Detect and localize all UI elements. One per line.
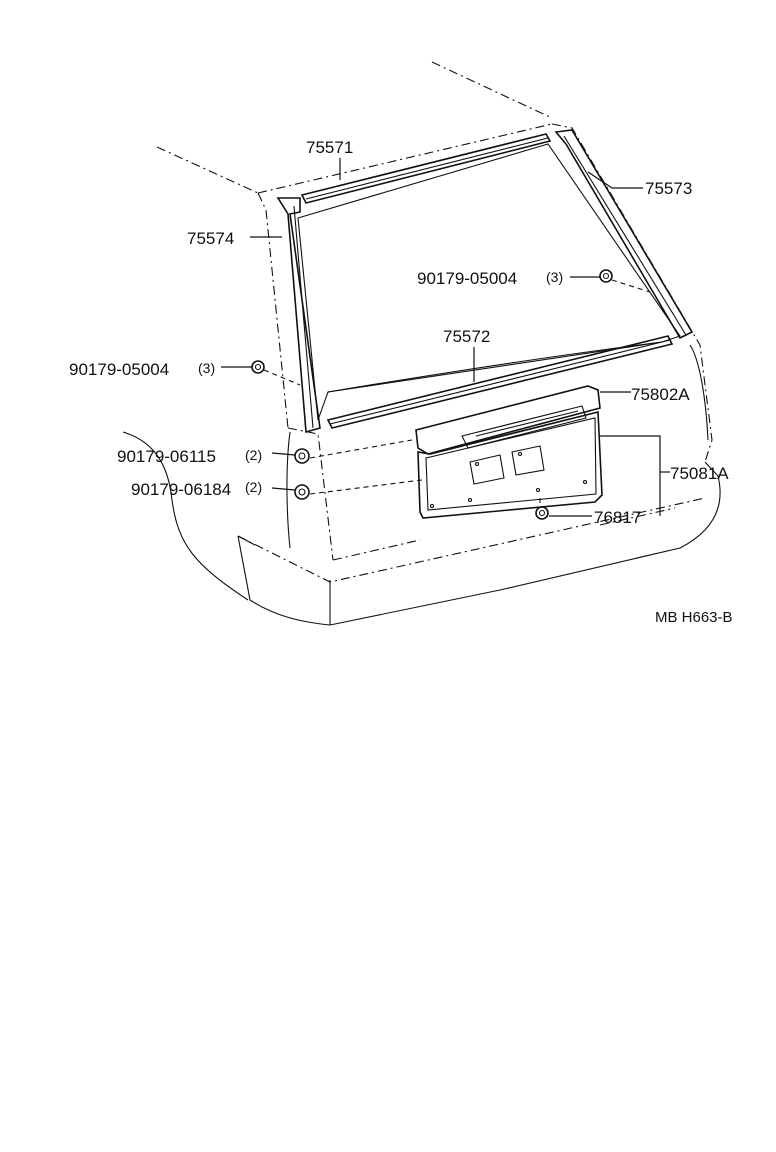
vehicle-body-outline [122,61,721,626]
label-75574: 75574 [187,229,234,248]
installation-lines [263,279,651,507]
leader-lines [221,158,670,517]
right-moulding-75573 [554,129,694,340]
qty-90179-06115: (2) [245,447,262,463]
label-75081A: 75081A [670,464,729,483]
label-90179-05004-right: 90179-05004 [417,269,517,288]
label-90179-06115: 90179-06115 [117,447,216,466]
left-moulding-75574 [276,197,321,434]
nut-icon-06184 [294,484,310,500]
label-75572: 75572 [443,327,490,346]
qty-90179-06184: (2) [245,479,262,495]
nut-icon-06115 [294,448,310,464]
label-90179-05004-left: 90179-05004 [69,360,169,379]
clip-icon-76817 [535,506,549,520]
lower-moulding-75572 [326,335,674,429]
label-75573: 75573 [645,179,692,198]
clip-icon-upper-right [599,269,613,283]
upper-moulding-75571 [300,133,552,204]
label-90179-06184: 90179-06184 [131,480,231,499]
qty-90179-05004-right: (3) [546,269,563,285]
part-labels: 75571 75573 75574 90179-05004 (3) 75572 … [69,138,733,626]
license-bracket-75081A [417,410,603,519]
diagram-code: MB H663-B [655,609,733,626]
label-75802A: 75802A [631,385,690,404]
qty-90179-05004-left: (3) [198,360,215,376]
garnish-75802A [415,385,601,455]
clip-icon-left [251,360,265,374]
label-75571: 75571 [306,138,353,157]
label-76817: 76817 [594,508,641,527]
